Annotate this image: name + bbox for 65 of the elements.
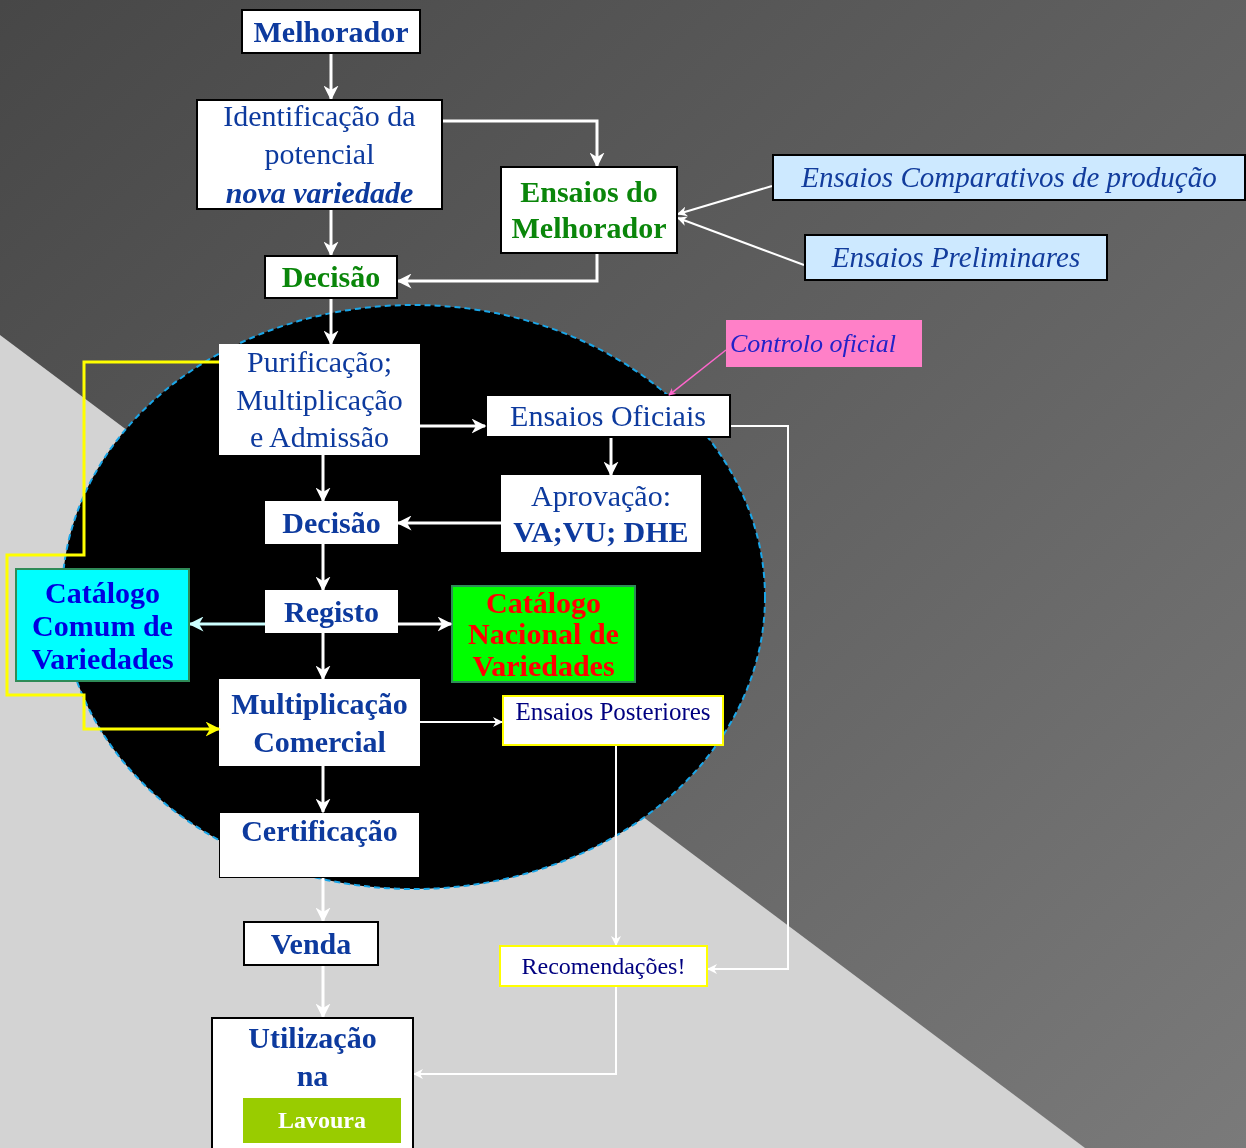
catalogue-box (451, 585, 636, 683)
process-box (219, 679, 420, 766)
decision-box (265, 501, 398, 544)
box-label: Ensaios Preliminares (831, 240, 1081, 275)
catalogue-box (15, 568, 190, 682)
box-label: Ensaios Comparativos de produção (801, 160, 1217, 195)
box-label: Recomendações! (521, 951, 686, 981)
arrow (315, 878, 331, 923)
note-box (726, 320, 922, 367)
box-label: Multiplicação Comercial (230, 686, 409, 760)
box-label: Certificação (241, 813, 398, 849)
arrow (396, 515, 501, 531)
arrow (443, 119, 605, 168)
arrow (413, 986, 617, 1079)
arrow (611, 745, 621, 946)
box-label: Controlo oficial (729, 327, 896, 360)
trial-box (804, 234, 1108, 281)
trial-box (502, 695, 724, 746)
arrow (315, 966, 331, 1019)
arrow (315, 633, 331, 681)
box-label: Ensaios Posteriores (515, 697, 711, 727)
box-label: Purificação; Multiplicação e Admissão (235, 344, 404, 456)
arrow (420, 418, 487, 434)
box-label: Melhorador (253, 13, 409, 50)
box-label: Registo (284, 593, 379, 630)
process-box (243, 921, 379, 966)
arrow (323, 299, 339, 346)
box-label: VA;VU; DHE (513, 513, 689, 550)
process-box (211, 1017, 414, 1148)
arrow (323, 54, 339, 101)
box-label: Decisão (282, 504, 381, 541)
highlight-box (243, 1098, 401, 1143)
process-box (219, 812, 420, 878)
arrow (419, 717, 503, 727)
box-label: Catálogo Comum de Variedades (30, 575, 175, 675)
arrow (398, 616, 453, 632)
box-label: Ensaios Oficiais (510, 398, 706, 434)
arrow (323, 210, 339, 257)
box-label: Decisão (281, 259, 381, 295)
arrow (315, 455, 331, 503)
arrow (603, 438, 619, 477)
recommendation-box (499, 945, 708, 987)
box-label: Aprovação: (531, 477, 671, 514)
arrow (315, 544, 331, 592)
box-label: Venda (270, 925, 352, 962)
process-box (485, 394, 731, 438)
process-box (219, 344, 420, 455)
leader-line (668, 349, 727, 396)
arrow (315, 766, 331, 814)
decision-box (264, 255, 398, 299)
box-label: Lavoura (278, 1106, 366, 1135)
box-label: Ensaios do Melhorador (510, 174, 668, 246)
process-box (241, 9, 421, 54)
approval-box (501, 475, 701, 552)
box-label: nova variedade (225, 174, 414, 211)
box-label: Utilização na (247, 1020, 378, 1094)
arrow (5, 360, 221, 737)
arrow (707, 425, 789, 974)
arrow (677, 216, 805, 266)
arrow (677, 185, 773, 217)
process-box (500, 166, 678, 254)
trial-box (772, 154, 1246, 201)
process-box (265, 590, 398, 633)
process-box (196, 99, 443, 210)
box-label: Catálogo Nacional de Variedades (467, 586, 620, 682)
